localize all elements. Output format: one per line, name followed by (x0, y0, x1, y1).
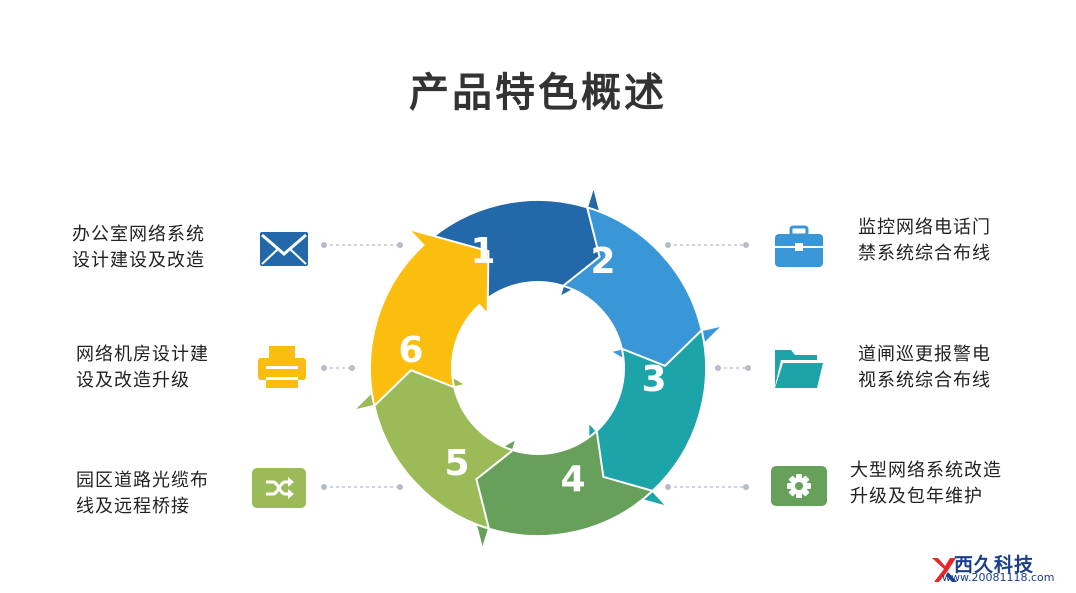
cycle-number-5: 5 (444, 443, 469, 484)
page-title: 产品特色概述 (409, 70, 667, 116)
logo-brand: 西久科技 (954, 554, 1035, 576)
left-item-1-line-1: 办公室网络系统 (72, 224, 205, 245)
right-item-2-line-1: 道闸巡更报警电 (858, 344, 991, 365)
cycle-number-4: 4 (560, 459, 585, 500)
right-item-2-line-2: 视系统综合布线 (858, 370, 991, 391)
right-item-2-text: 道闸巡更报警电 视系统综合布线 (858, 342, 991, 394)
right-item-3-line-2: 升级及包年维护 (850, 486, 983, 507)
cycle-segment-2 (560, 205, 727, 385)
briefcase-icon (775, 225, 823, 267)
cycle-segment-3 (586, 328, 707, 509)
cycle-number-3: 3 (641, 359, 666, 400)
envelope-icon (260, 232, 308, 266)
shuffle-icon (252, 468, 306, 508)
cycle-number-1: 1 (470, 231, 495, 272)
left-item-2-line-2: 设及改造升级 (76, 370, 190, 391)
cycle-segment-4 (460, 428, 655, 554)
right-item-1-text: 监控网络电话门 禁系统综合布线 (858, 215, 991, 267)
logo-mark-icon (932, 558, 957, 582)
left-item-2-line-1: 网络机房设计建 (76, 344, 209, 365)
left-item-2-text: 网络机房设计建 设及改造升级 (76, 342, 209, 394)
left-item-3-line-1: 园区道路光缆布 (76, 470, 209, 491)
cycle-number-2: 2 (590, 241, 615, 282)
left-item-1-line-2: 设计建设及改造 (72, 250, 205, 271)
cycle-segment-1 (421, 182, 616, 308)
gear-icon (771, 466, 827, 506)
cycle-number-6: 6 (398, 330, 423, 371)
right-item-1-line-1: 监控网络电话门 (858, 217, 991, 238)
left-item-3-line-2: 线及远程桥接 (76, 496, 190, 517)
cycle-segment-6 (369, 227, 490, 408)
cycle-segment-5 (349, 351, 516, 531)
left-item-3-text: 园区道路光缆布 线及远程桥接 (76, 468, 209, 520)
company-logo: 西久科技 www.20081118.com (930, 552, 1070, 588)
printer-icon (258, 346, 306, 388)
right-item-3-line-1: 大型网络系统改造 (850, 460, 1002, 481)
left-item-1-text: 办公室网络系统 设计建设及改造 (72, 222, 205, 274)
right-item-3-text: 大型网络系统改造 升级及包年维护 (850, 458, 1002, 510)
logo-site: www.20081118.com (942, 571, 1055, 584)
folder-icon (775, 350, 823, 388)
right-item-1-line-2: 禁系统综合布线 (858, 243, 991, 264)
